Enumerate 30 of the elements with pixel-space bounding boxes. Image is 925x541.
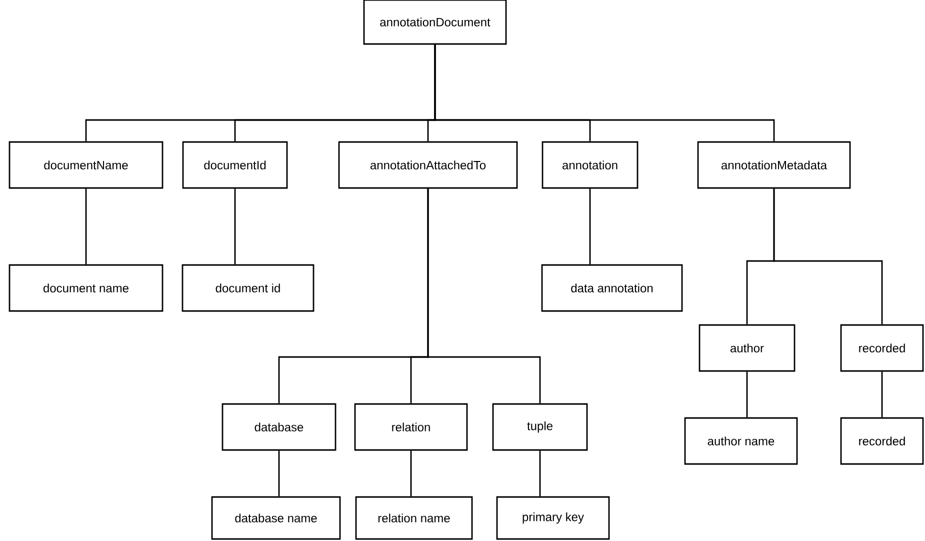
tree-box: primary key bbox=[496, 496, 610, 540]
tree-box: annotationMetadata bbox=[697, 141, 851, 189]
tree-box: annotationDocument bbox=[363, 0, 507, 45]
tree-box: documentName bbox=[8, 141, 164, 189]
tree-box: recorded bbox=[840, 324, 924, 372]
tree-box: data annotation bbox=[541, 264, 683, 312]
connector-line bbox=[589, 188, 591, 264]
tree-box: documentId bbox=[182, 141, 288, 189]
tree-box: database bbox=[222, 403, 336, 451]
connector-line bbox=[881, 372, 883, 418]
tree-box: relation bbox=[354, 403, 468, 451]
connector-line bbox=[434, 44, 775, 142]
connector-line bbox=[85, 188, 87, 264]
tree-box: relation name bbox=[355, 496, 473, 540]
connector-line bbox=[410, 450, 412, 496]
tree-box: document name bbox=[8, 264, 164, 312]
tree-box: author name bbox=[684, 417, 798, 465]
tree-box: annotation bbox=[542, 141, 638, 189]
connector-line bbox=[278, 450, 280, 496]
tree-box: database name bbox=[211, 496, 341, 540]
tree-box: annotationAttachedTo bbox=[338, 141, 518, 189]
tree-box: recorded bbox=[840, 417, 924, 465]
connector-line bbox=[746, 372, 748, 418]
tree-box: tuple bbox=[492, 403, 588, 451]
connector-line bbox=[773, 188, 883, 324]
connector-line bbox=[427, 188, 541, 404]
connector-line bbox=[539, 450, 541, 496]
connector-line bbox=[234, 188, 236, 264]
tree-box: document id bbox=[182, 264, 314, 312]
tree-box: author bbox=[698, 324, 796, 372]
